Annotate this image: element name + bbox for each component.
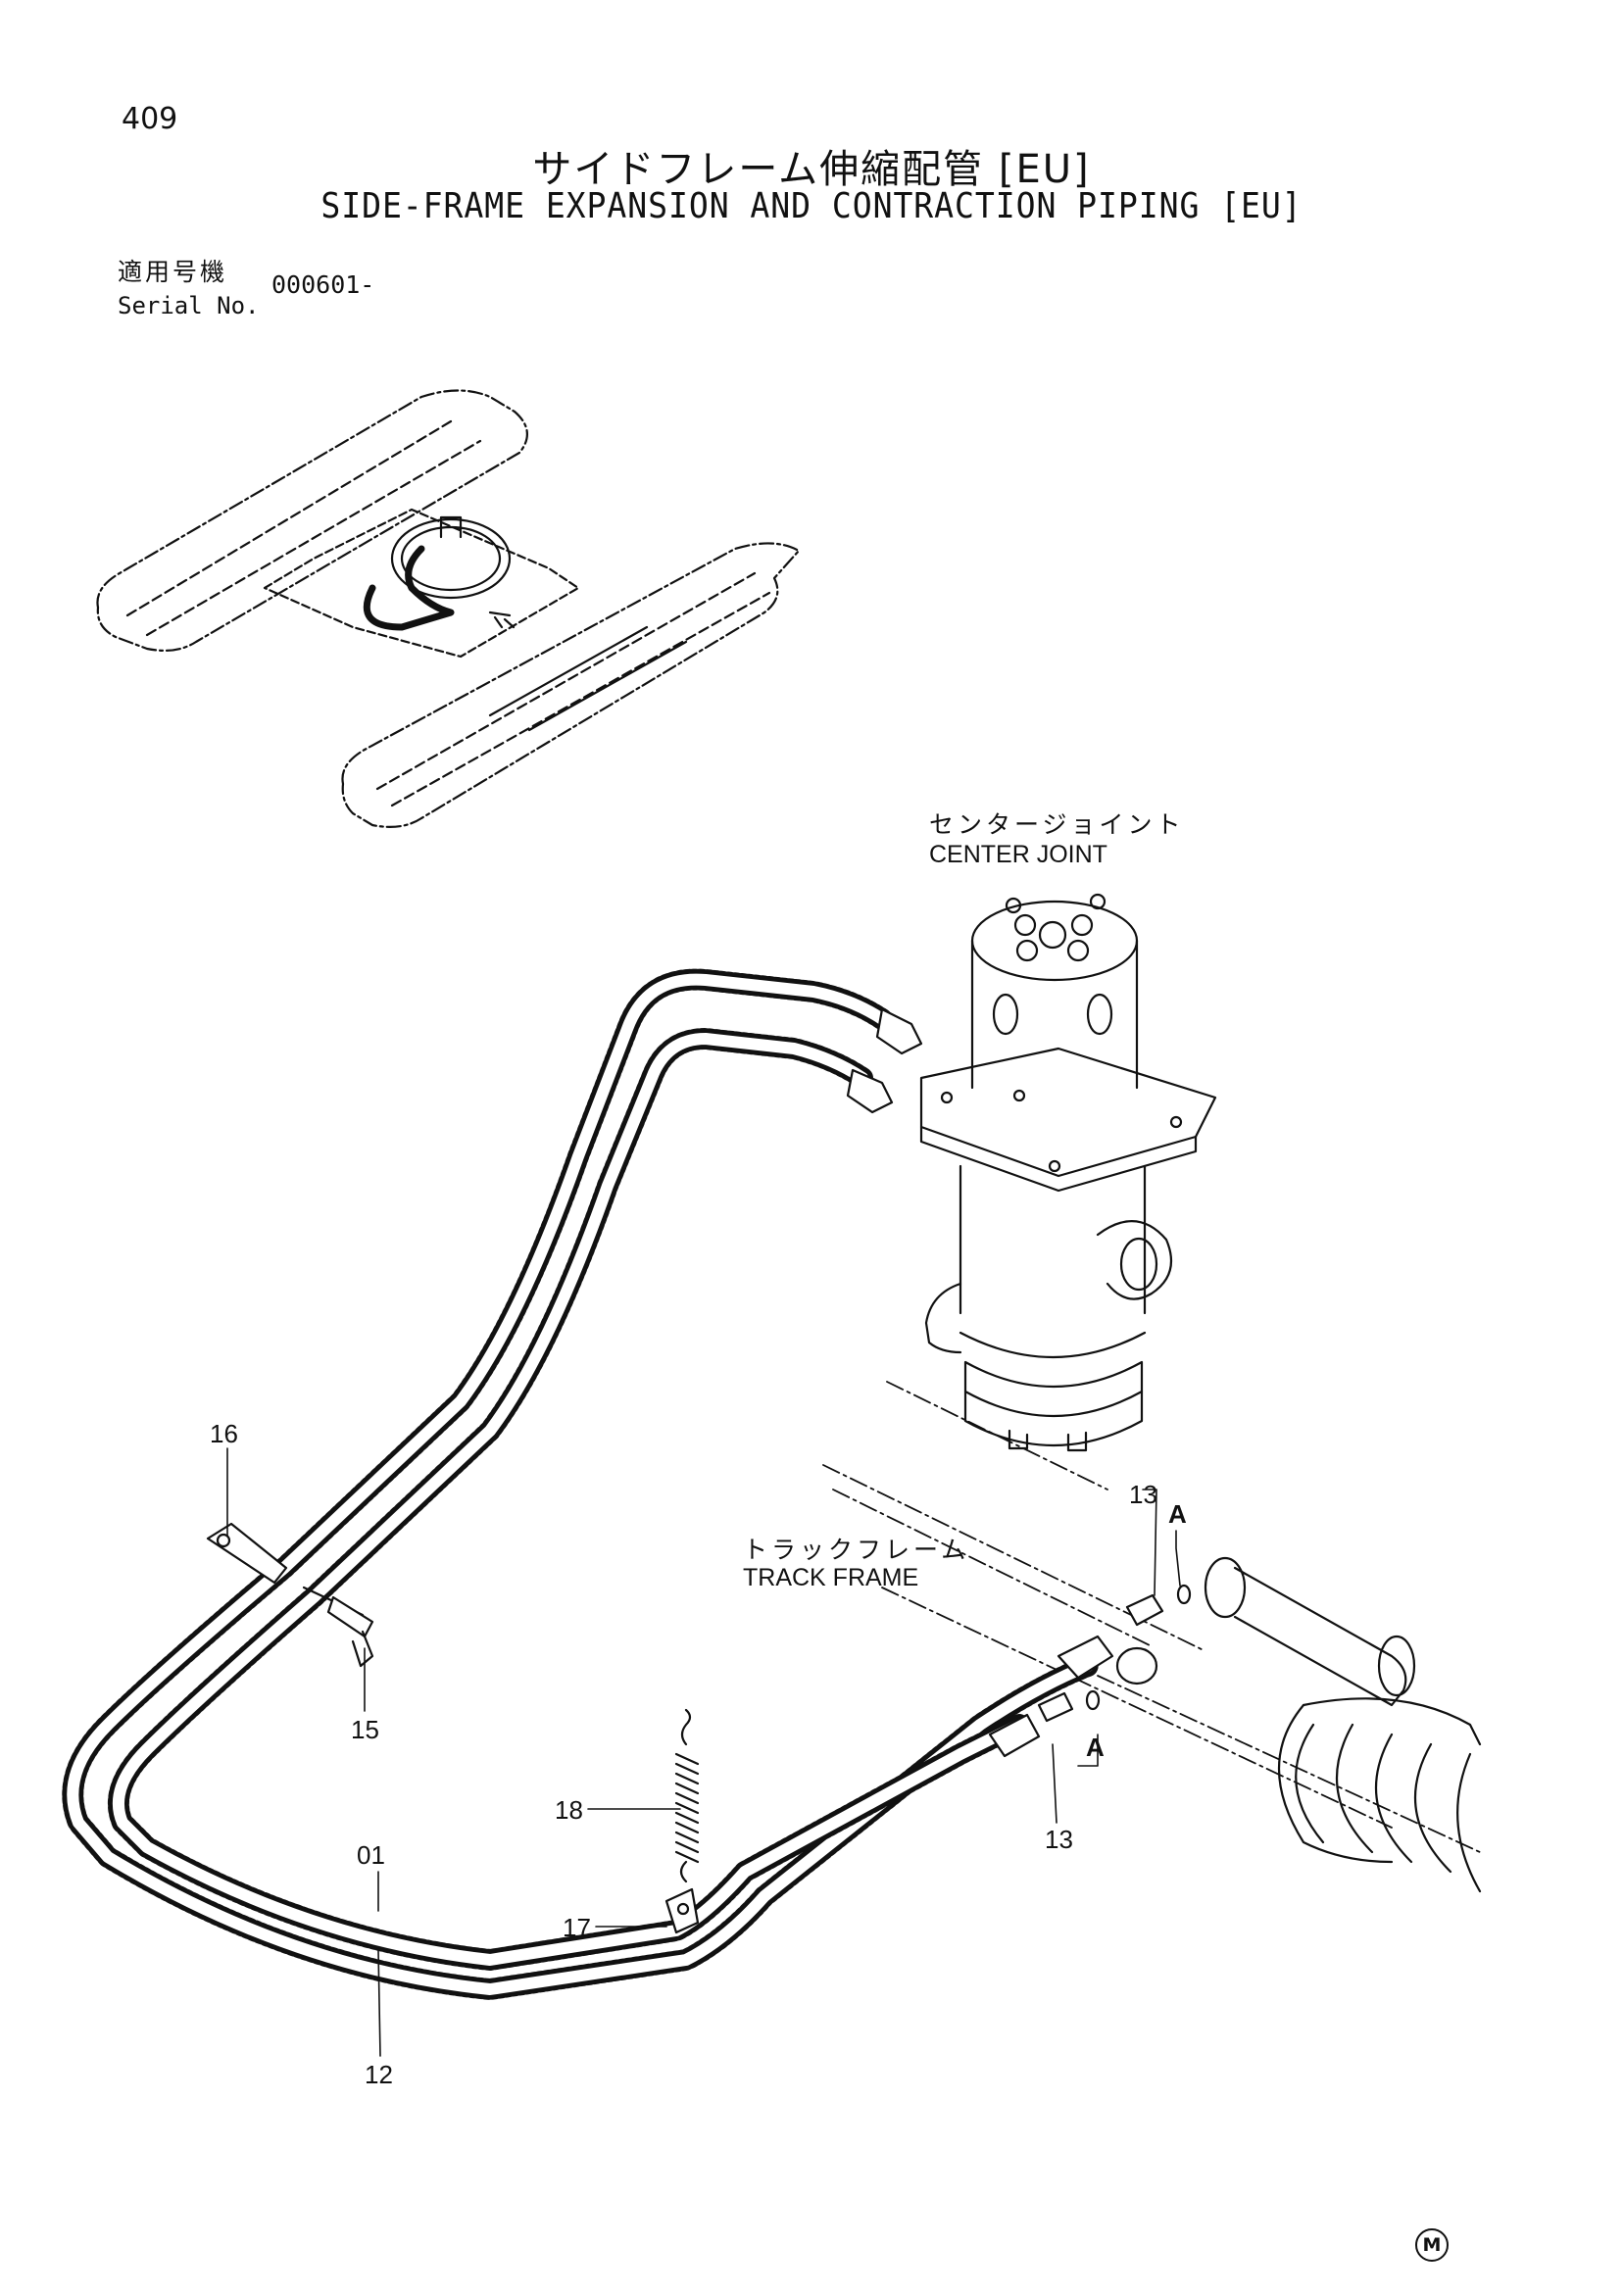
serial-value: 000601- [271, 270, 375, 299]
track-frame-label-english: TRACK FRAME [743, 1564, 919, 1591]
part-number-17: 17 [563, 1913, 591, 1942]
adapters-and-orings [1037, 1584, 1192, 1723]
part-number-16: 16 [210, 1419, 238, 1448]
spring [674, 1708, 700, 1883]
center-joint-label-english: CENTER JOINT [929, 841, 1107, 868]
part-number-13-bottom: 13 [1045, 1825, 1073, 1854]
serial-label-japanese: 適用号機 [118, 258, 228, 286]
oring-label-a-bottom: A [1086, 1733, 1105, 1762]
leader-lines [226, 1447, 1181, 2057]
part-number-13-top: 13 [1129, 1480, 1157, 1509]
page-number: 409 [122, 102, 178, 136]
center-joint-label-japanese: センタージョイント [929, 810, 1185, 839]
clamp-and-bolt [206, 1522, 374, 1668]
part-number-12: 12 [365, 2060, 393, 2089]
center-joint-body [919, 893, 1217, 1452]
part-number-15: 15 [351, 1715, 379, 1744]
part-number-18: 18 [555, 1795, 583, 1825]
manual-mark: M [1415, 2228, 1449, 2262]
track-cylinder [1115, 1556, 1482, 1893]
lower-clamp [664, 1887, 700, 1934]
part-number-01: 01 [357, 1840, 385, 1870]
title-japanese: サイドフレーム伸縮配管 [EU] [532, 147, 1091, 192]
undercarriage-overview [96, 389, 801, 828]
oring-label-a-top: A [1168, 1499, 1187, 1529]
title-english: SIDE-FRAME EXPANSION AND CONTRACTION PIP… [320, 186, 1303, 226]
track-frame-lines [822, 1381, 1481, 1853]
track-frame-label-japanese: トラックフレーム [743, 1536, 970, 1564]
hose-assembly [62, 968, 1114, 2000]
serial-label-english: Serial No. [118, 292, 260, 319]
